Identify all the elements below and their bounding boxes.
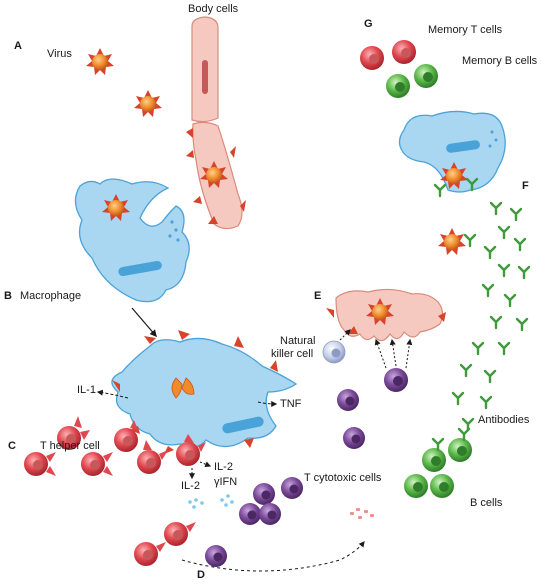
macrophage-with-antibodies [398,110,506,193]
nk-label-line1: Natural [280,335,316,347]
memory-b-cells [386,64,438,98]
il2-label-a: IL-2 [181,480,200,492]
antibodies-cloud [451,201,531,432]
arrow-macrophage-to-apc [131,307,157,338]
t-cytotoxic-cells [205,368,408,567]
b-cells [404,427,472,498]
il2-label-b: IL-2 [214,461,233,473]
antibody-icon [463,233,477,248]
panel-letter-c: C [8,440,16,452]
macrophage-engulfing [74,178,190,303]
t-cytotoxic-label: T cytotoxic cells [304,472,382,484]
b-cells-label: B cells [470,497,503,509]
memory-t-cells [360,40,416,70]
virus-label: Virus [47,48,72,60]
body-cells-label: Body cells [188,3,239,15]
body-cells [186,16,246,230]
panel-letter-a: A [14,40,22,52]
panel-letter-b: B [4,290,12,302]
antigen-presenting-macrophage [111,330,298,454]
memory-b-label: Memory B cells [462,55,538,67]
t-helper-label: T helper cell [40,440,100,452]
cytokine-dots [188,494,234,509]
tnf-label: TNF [280,398,302,410]
panel-letter-g: G [364,18,373,30]
t-helper-cells [24,416,206,566]
virus-icon [438,228,466,255]
tnf-arrow [257,400,278,407]
il1-arrow [96,389,129,399]
antibodies-label: Antibodies [478,414,530,426]
antigen-fragments [350,508,374,519]
panel-letter-e: E [314,290,322,302]
virus-icon [86,48,114,75]
ifn-label: γIFN [214,476,238,488]
macrophage-label: Macrophage [20,290,82,302]
attack-arrows [339,329,413,369]
panel-letter-d: D [197,569,205,581]
natural-killer-cell [322,340,346,364]
nk-label-line2: killer cell [271,348,314,360]
panel-letter-f: F [522,180,529,192]
memory-t-label: Memory T cells [428,24,503,36]
il1-label: IL-1 [77,384,96,396]
antibody-icon [433,183,447,198]
il2-arrow-right [199,461,212,468]
virus-icon [134,90,162,117]
arrow-to-b-cells [181,541,365,572]
